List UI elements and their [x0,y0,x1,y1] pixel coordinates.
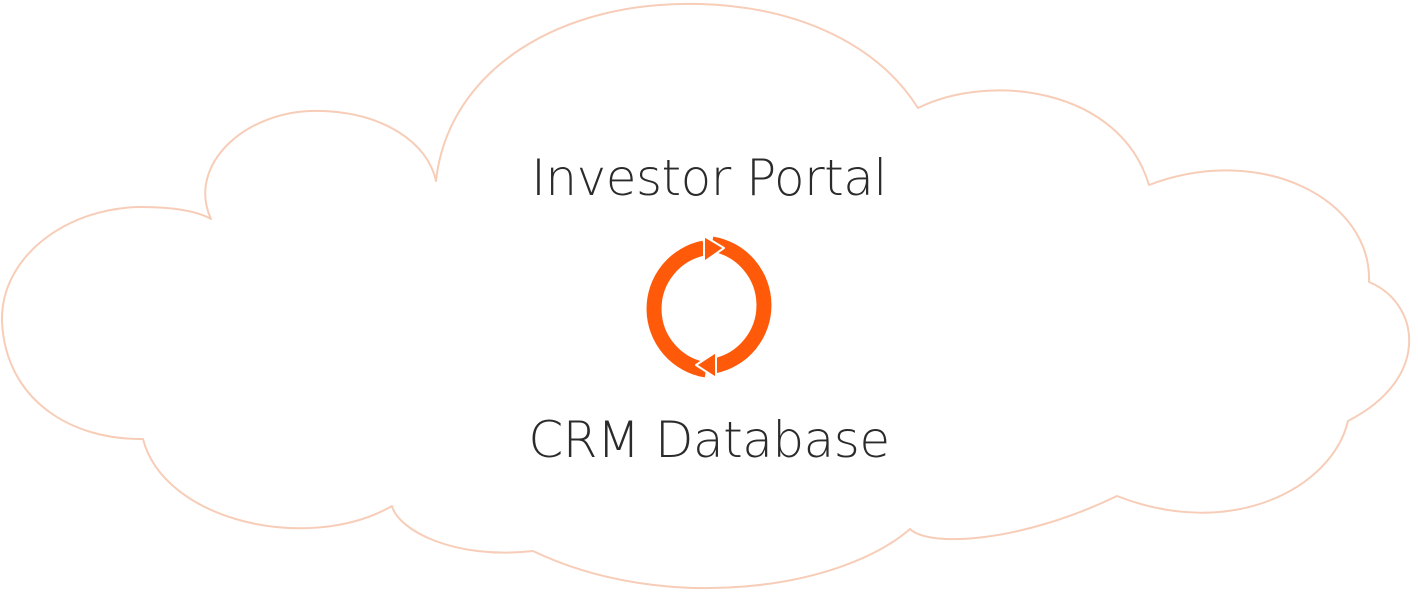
cloud-outline [0,2,1411,589]
investor-portal-label: Investor Portal [531,149,887,207]
sync-arrowhead-top [703,235,725,263]
crm-database-label: CRM Database [528,411,890,469]
sync-arc-right [710,236,772,374]
sync-arrowhead-bottom [695,351,717,379]
sync-icon [646,235,772,379]
sync-arc-left [646,240,708,378]
